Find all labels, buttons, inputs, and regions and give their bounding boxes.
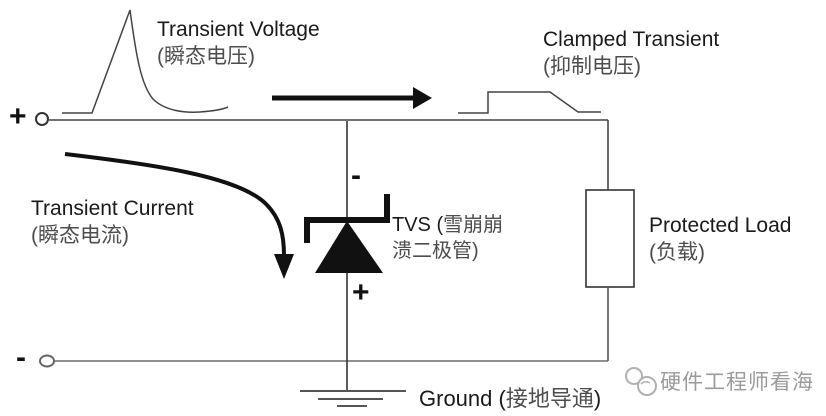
ground-label-close: ) xyxy=(593,386,602,411)
positive-terminal-mark: + xyxy=(9,100,27,133)
protected-load-label: Protected Load (负载) xyxy=(649,212,791,266)
tvs-cathode-bar xyxy=(304,194,390,243)
watermark-logo-icon xyxy=(625,367,657,396)
transient-voltage-waveform xyxy=(62,9,229,114)
current-arrow-icon xyxy=(274,254,294,279)
tvs-label: TVS (雪崩崩 溃二极管) xyxy=(392,212,503,264)
negative-terminal-mark: - xyxy=(16,341,26,374)
watermark-text: 硬件工程师看海 xyxy=(660,371,814,394)
clamped-transient-en: Clamped Transient xyxy=(543,28,720,51)
negative-terminal-circle xyxy=(39,354,55,368)
tvs-label-zh2: 溃二极管) xyxy=(392,240,479,262)
tvs-cathode-mark: - xyxy=(351,159,361,192)
ground-icon xyxy=(300,390,406,407)
tvs-label-en: TVS ( xyxy=(392,214,444,236)
ground-label-zh: 接地导通 xyxy=(505,386,594,411)
ground-label-en: Ground ( xyxy=(419,386,506,411)
transient-voltage-zh: (瞬态电压) xyxy=(157,45,255,68)
transient-current-en: Transient Current xyxy=(31,197,194,220)
ground-label: Ground (接地导通) xyxy=(419,385,601,412)
clamped-transient-zh: (抑制电压) xyxy=(543,55,641,78)
clamped-transient-label: Clamped Transient (抑制电压) xyxy=(543,26,719,80)
positive-terminal-circle xyxy=(35,112,49,126)
protected-load-en: Protected Load xyxy=(649,214,792,237)
flow-arrow-icon xyxy=(413,87,432,109)
protected-load-zh: (负载) xyxy=(649,241,705,264)
protected-load-box xyxy=(585,189,635,288)
transient-current-label: Transient Current (瞬态电流) xyxy=(31,195,194,249)
current-arrow-curve xyxy=(64,152,286,257)
transient-current-zh: (瞬态电流) xyxy=(31,224,129,247)
tvs-label-zh1: 雪崩崩 xyxy=(443,214,504,236)
clamped-transient-waveform xyxy=(458,91,601,114)
transient-voltage-en: Transient Voltage xyxy=(157,18,320,41)
tvs-diode-triangle xyxy=(315,221,383,273)
transient-voltage-label: Transient Voltage (瞬态电压) xyxy=(157,16,320,70)
tvs-anode-mark: + xyxy=(352,276,370,309)
